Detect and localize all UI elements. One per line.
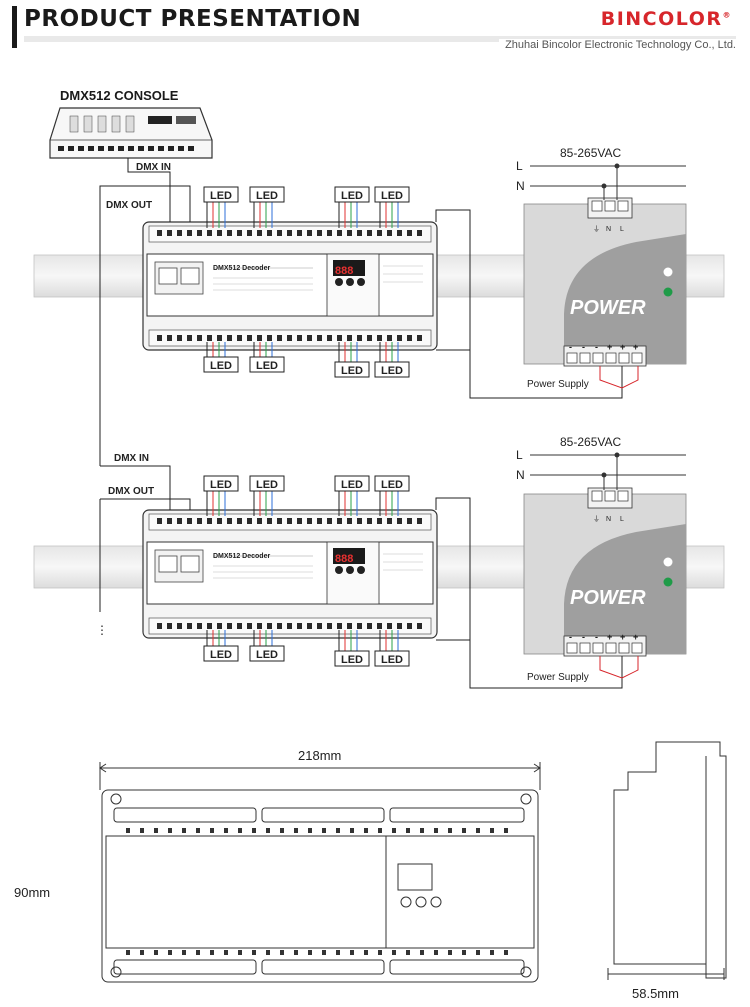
power-supply-2 (523, 487, 687, 657)
psu-1-out-5: + (620, 342, 625, 352)
registered-mark: ® (722, 10, 732, 20)
dmx-in-label-2: DMX IN (114, 453, 149, 464)
dimension-side-view (607, 741, 727, 980)
dmx-wiring (99, 158, 191, 612)
psu-2-out-3: - (595, 632, 598, 642)
line-n-label-1: N (516, 179, 525, 193)
dmx-out-label-2: DMX OUT (108, 486, 154, 497)
led-label-9: LED (210, 479, 232, 491)
dimension-depth: 58.5mm (632, 986, 679, 1001)
led-label-13: LED (210, 649, 232, 661)
page-title: PRODUCT PRESENTATION (24, 6, 362, 32)
led-label-4: LED (381, 190, 403, 202)
led-label-16: LED (381, 654, 403, 666)
psu-1-out-3: - (595, 342, 598, 352)
psu-2-out-2: - (582, 632, 585, 642)
dimension-front-terminals (126, 828, 508, 955)
psu-1-terminal-n: N (606, 226, 611, 233)
company-name: Zhuhai Bincolor Electronic Technology Co… (499, 39, 736, 51)
brand-logo: BINCOLOR® (601, 8, 732, 30)
psu-1-out-4: + (607, 342, 612, 352)
ac-lines-2 (530, 452, 686, 490)
psu-2-out-1: - (569, 632, 572, 642)
psu-1-out-1: - (569, 342, 572, 352)
led-label-11: LED (341, 479, 363, 491)
psu-1-out-2: - (582, 342, 585, 352)
continuation-dots: ⋮ (96, 623, 108, 637)
psu-2-out-6: + (633, 632, 638, 642)
led-label-5: LED (210, 360, 232, 372)
header-rule (24, 36, 736, 42)
ac-input-label-2: 85-265VAC (560, 435, 621, 449)
ac-lines-1 (530, 163, 686, 200)
led-wires (206, 201, 399, 652)
decoder-1-name: DMX512 Decoder (213, 265, 270, 272)
dmx-in-label-1: DMX IN (136, 162, 171, 173)
psu-1-power-text: POWER (570, 297, 646, 319)
power-supply-label-2: Power Supply (527, 672, 589, 683)
dmx-out-label-1: DMX OUT (106, 200, 152, 211)
psu-2-out-5: + (620, 632, 625, 642)
led-label-6: LED (256, 360, 278, 372)
dimension-front-view (99, 762, 541, 983)
brand-logo-text: BINCOLOR (600, 8, 723, 30)
ac-input-label-1: 85-265VAC (560, 146, 621, 160)
dmx-console (49, 107, 213, 159)
psu-2-terminal-ground: ⏚ (593, 515, 600, 523)
line-l-label-2: L (516, 448, 523, 462)
dimension-width: 218mm (298, 748, 341, 763)
led-label-14: LED (256, 649, 278, 661)
led-label-2: LED (256, 190, 278, 202)
led-label-10: LED (256, 479, 278, 491)
psu-1-terminal-l: L (620, 226, 624, 233)
psu-2-terminal-n: N (606, 516, 611, 523)
led-boxes (203, 186, 410, 667)
psu-2-power-text: POWER (570, 587, 646, 609)
line-l-label-1: L (516, 159, 523, 173)
header: PRODUCT PRESENTATION BINCOLOR® Zhuhai Bi… (0, 0, 750, 60)
power-supply-1 (523, 197, 687, 367)
psu-2-terminal-l: L (620, 516, 624, 523)
psu-2-out-4: + (607, 632, 612, 642)
console-label: DMX512 CONSOLE (60, 88, 179, 103)
led-label-1: LED (210, 190, 232, 202)
psu-output-wires (599, 366, 639, 679)
title-accent-bar (12, 6, 17, 48)
led-label-7: LED (341, 365, 363, 377)
led-label-12: LED (381, 479, 403, 491)
dmx-decoder-2 (142, 509, 438, 639)
decoder-2-display: 888 (335, 553, 353, 565)
decoder-2-name: DMX512 Decoder (213, 553, 270, 560)
psu-1-terminal-ground: ⏚ (593, 225, 600, 233)
decoder-1-display: 888 (335, 265, 353, 277)
led-label-15: LED (341, 654, 363, 666)
psu-1-out-6: + (633, 342, 638, 352)
power-supply-label-1: Power Supply (527, 379, 589, 390)
led-label-3: LED (341, 190, 363, 202)
dc-wiring (435, 209, 623, 689)
dimension-height: 90mm (14, 885, 50, 900)
led-label-8: LED (381, 365, 403, 377)
line-n-label-2: N (516, 468, 525, 482)
dmx-decoder-1 (142, 221, 438, 351)
